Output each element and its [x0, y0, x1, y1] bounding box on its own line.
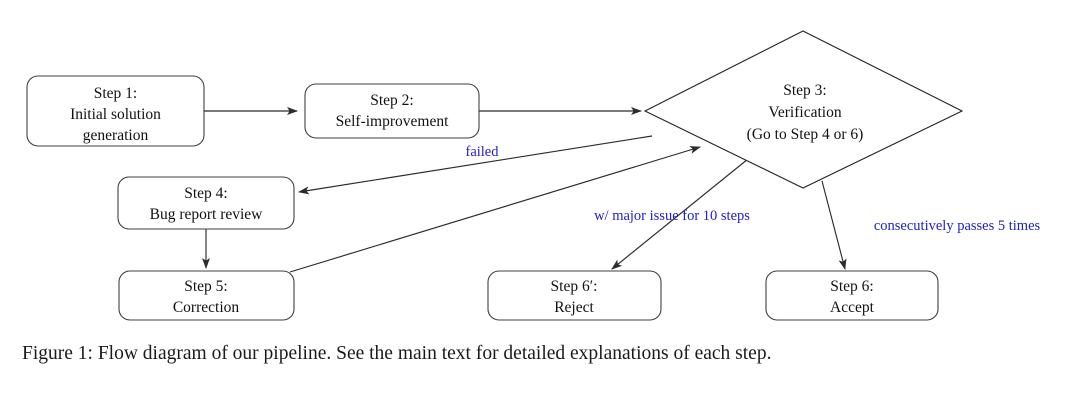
node-step1-line2: Initial solution	[70, 106, 161, 123]
edge-label-failed: failed	[465, 144, 499, 160]
edge-step3-to-step4: failed	[298, 135, 653, 195]
node-step4-box[interactable]	[117, 176, 295, 230]
node-step5-box[interactable]	[118, 270, 295, 321]
node-step1[interactable]: Step 1: Initial solution generation	[26, 75, 205, 147]
node-step2[interactable]: Step 2: Self-improvement	[304, 83, 480, 139]
node-step3[interactable]: Step 3: Verification (Go to Step 4 or 6)	[643, 30, 964, 189]
node-step6-line1: Step 6:	[830, 278, 874, 295]
node-step3-diamond[interactable]	[643, 30, 964, 189]
figure-caption: Figure 1: Flow diagram of our pipeline. …	[22, 343, 772, 364]
node-step3-line2: Verification	[768, 104, 841, 121]
node-step5-line2: Correction	[173, 299, 240, 316]
node-step6-prime-box[interactable]	[487, 270, 662, 321]
node-step5-line1: Step 5:	[184, 278, 228, 295]
node-step1-line1: Step 1:	[94, 85, 138, 102]
node-step2-box[interactable]	[304, 83, 480, 139]
node-step1-box[interactable]	[26, 75, 205, 147]
node-step6-line2: Accept	[830, 299, 875, 316]
node-step2-line2: Self-improvement	[336, 113, 449, 130]
edge-label-consecutive-pass: consecutively passes 5 times	[874, 218, 1041, 234]
node-step4-line2: Bug report review	[150, 206, 264, 223]
flow-diagram: failed w/ major issue for 10 steps conse…	[26, 30, 1041, 321]
edge-step5-to-step3	[289, 146, 701, 273]
node-step6-prime[interactable]: Step 6′: Reject	[487, 270, 662, 321]
node-step4-line1: Step 4:	[184, 185, 228, 202]
edge-label-major-issue: w/ major issue for 10 steps	[594, 208, 750, 224]
node-step3-line1: Step 3:	[783, 82, 827, 99]
node-step6-box[interactable]	[765, 270, 939, 321]
edge-step3-to-step6: consecutively passes 5 times	[821, 180, 1041, 270]
edge-step3-to-step6prime: w/ major issue for 10 steps	[594, 158, 750, 270]
node-step6-prime-line1: Step 6′:	[551, 278, 598, 295]
node-step6[interactable]: Step 6: Accept	[765, 270, 939, 321]
node-step5[interactable]: Step 5: Correction	[118, 270, 295, 321]
node-step2-line1: Step 2:	[370, 92, 414, 109]
node-step4[interactable]: Step 4: Bug report review	[117, 176, 295, 230]
node-step3-line3: (Go to Step 4 or 6)	[747, 126, 864, 143]
node-step6-prime-line2: Reject	[554, 299, 594, 316]
node-step1-line3: generation	[83, 127, 149, 144]
